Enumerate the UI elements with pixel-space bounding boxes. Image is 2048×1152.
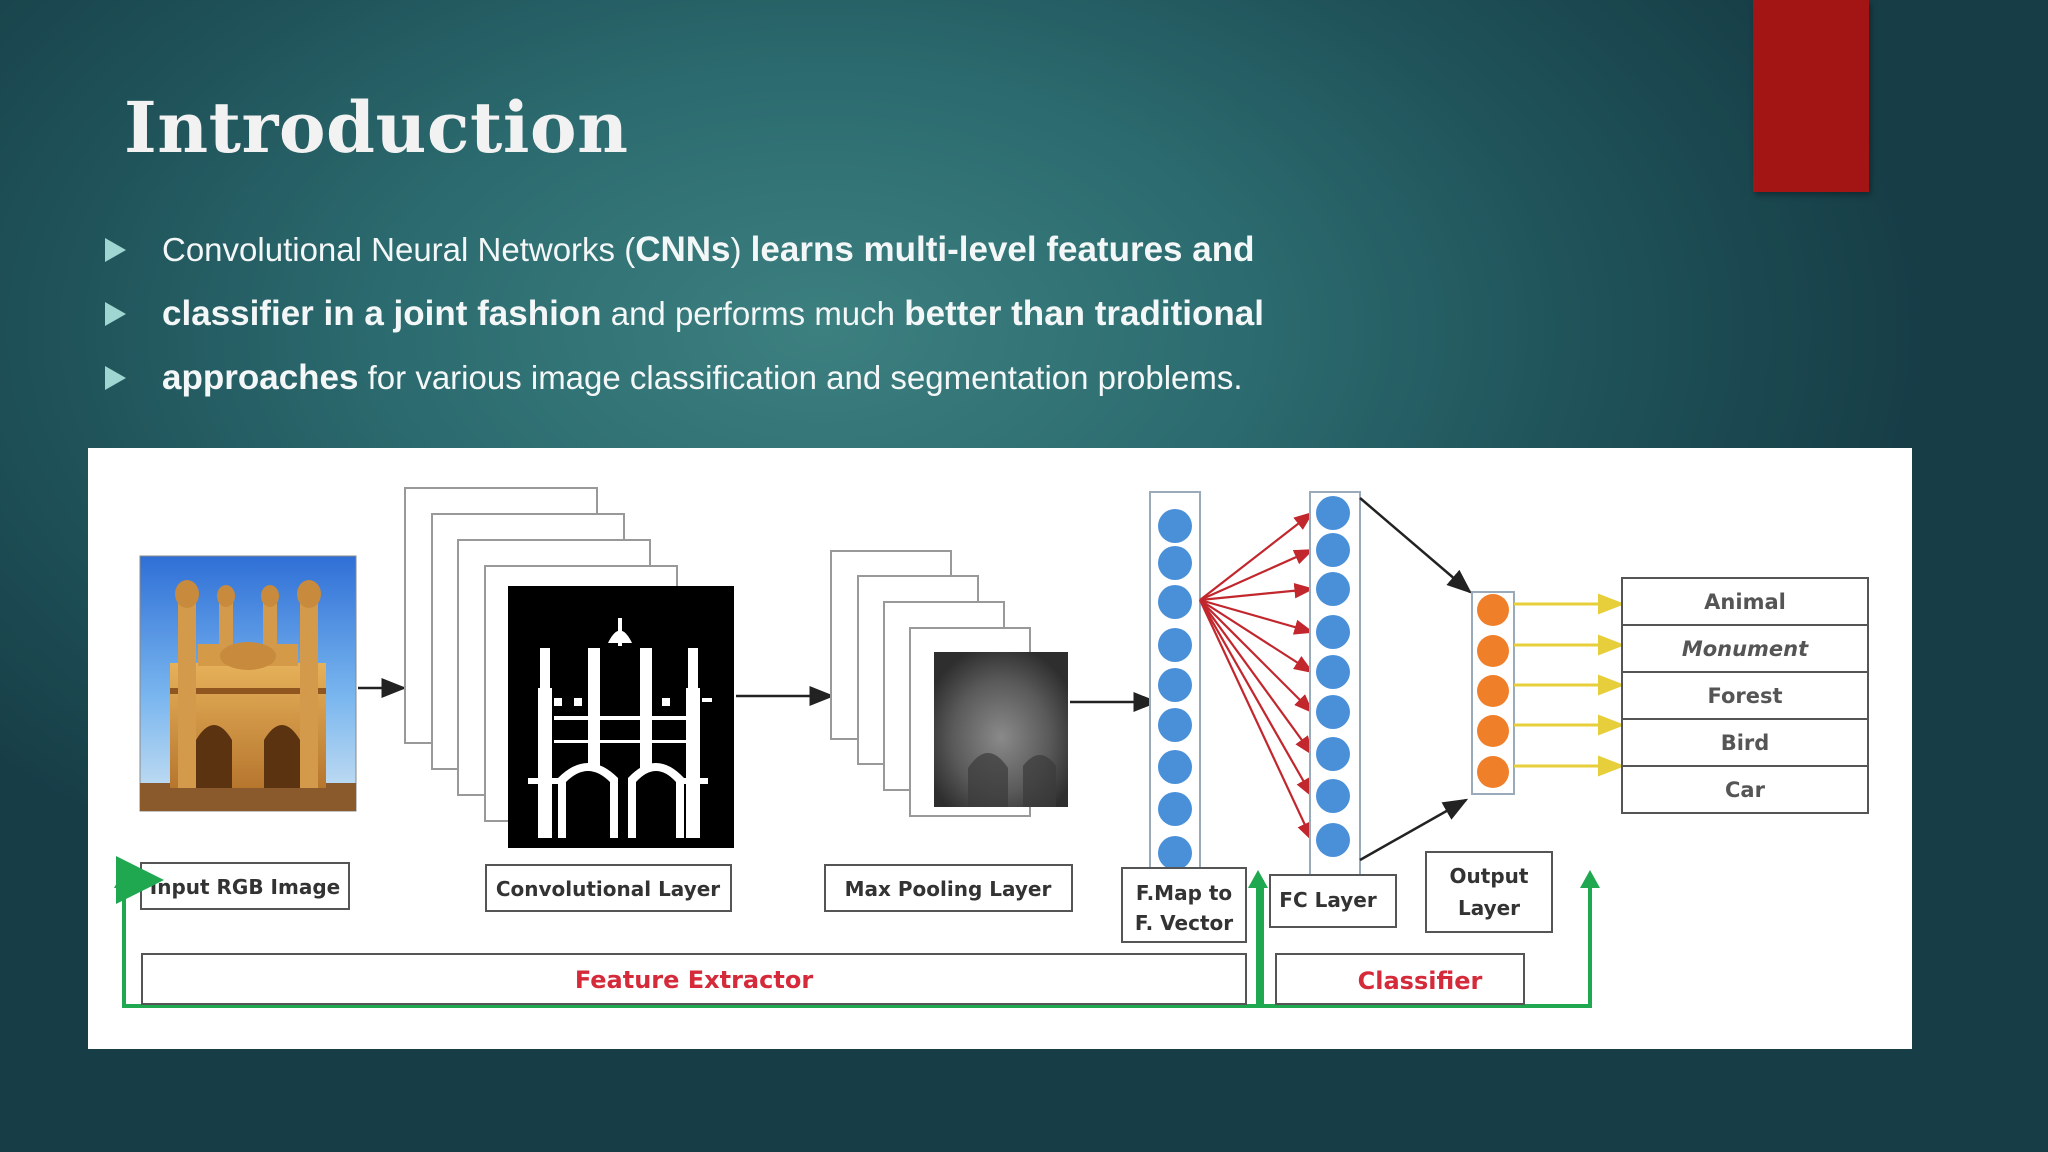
input-label: Input RGB Image — [150, 875, 340, 899]
output-label-box — [1425, 851, 1553, 933]
vector-node — [1158, 836, 1192, 870]
fc-node — [1316, 615, 1350, 649]
bullet-triangle-icon — [105, 238, 126, 262]
arrow — [1359, 497, 1472, 594]
output-node — [1477, 594, 1509, 626]
class-label: Monument — [1682, 637, 1809, 661]
arrow — [1359, 798, 1469, 862]
fmap-label-box — [1121, 867, 1247, 943]
output-node — [1477, 675, 1509, 707]
feature-extractor-bracket — [116, 856, 1260, 1008]
vector-node — [1158, 668, 1192, 702]
output-node — [1477, 635, 1509, 667]
class-box — [1621, 765, 1869, 814]
classifier-label: Classifier — [1358, 967, 1483, 995]
fan-arrow — [1199, 599, 1314, 798]
class-label: Car — [1725, 778, 1766, 802]
bullet-item: Convolutional Neural Networks (CNNs) lea… — [105, 218, 1264, 282]
fan-arrow — [1199, 511, 1314, 601]
fc-node — [1316, 572, 1350, 606]
bullet-text: Convolutional Neural Networks (CNNs) lea… — [162, 230, 1255, 269]
bullet-triangle-icon — [105, 302, 126, 326]
fan-arrow — [1199, 598, 1315, 635]
pool-label-box — [824, 864, 1073, 912]
fc-node — [1316, 695, 1350, 729]
class-box — [1621, 624, 1869, 673]
vector-node — [1158, 628, 1192, 662]
conv-output-image — [508, 586, 734, 848]
classifier-bracket — [1260, 880, 1592, 1008]
classifier-box — [1275, 953, 1525, 1005]
class-label: Animal — [1704, 590, 1786, 614]
pool-label: Max Pooling Layer — [845, 877, 1052, 901]
slide-title: Introduction — [124, 86, 629, 169]
class-box — [1621, 577, 1869, 626]
vector-node — [1158, 708, 1192, 742]
fc-node — [1316, 496, 1350, 530]
bullet-item: approaches for various image classificat… — [105, 346, 1264, 410]
fc-label: FC Layer — [1279, 888, 1377, 912]
fc-node — [1316, 779, 1350, 813]
fc-label-box — [1269, 874, 1397, 928]
class-label: Forest — [1707, 684, 1782, 708]
vector-node — [1158, 546, 1192, 580]
bullet-item: classifier in a joint fashion and perfor… — [105, 282, 1264, 346]
fc-node — [1316, 737, 1350, 771]
fc-node — [1316, 655, 1350, 689]
feature-vector-nodes — [1158, 509, 1192, 870]
fmap-label-line1: F.Map to — [1136, 881, 1232, 905]
fan-arrow — [1199, 548, 1315, 602]
output-label-line1: Output — [1450, 864, 1529, 888]
fc-node — [1316, 823, 1350, 857]
bullet-text: classifier in a joint fashion and perfor… — [162, 294, 1264, 333]
class-label: Bird — [1721, 731, 1770, 755]
class-box — [1621, 671, 1869, 720]
output-node — [1477, 715, 1509, 747]
bullet-text: approaches for various image classificat… — [162, 358, 1243, 397]
output-connectors — [1514, 593, 1625, 777]
fan-arrow — [1199, 599, 1314, 674]
bullet-list: Convolutional Neural Networks (CNNs) lea… — [105, 218, 1264, 410]
output-node — [1477, 756, 1509, 788]
fan-arrow — [1199, 599, 1314, 714]
class-box — [1621, 718, 1869, 767]
conv-label-box — [485, 864, 732, 912]
fan-arrow — [1199, 599, 1313, 842]
fan-arrows — [1199, 511, 1315, 842]
red-accent-block — [1753, 0, 1869, 192]
output-label-line2: Layer — [1458, 896, 1520, 920]
vector-node — [1158, 750, 1192, 784]
vector-node — [1158, 585, 1192, 619]
input-label-box — [140, 862, 350, 910]
feature-extractor-box — [141, 953, 1247, 1005]
fan-arrow — [1199, 583, 1315, 602]
vector-node — [1158, 792, 1192, 826]
output-nodes — [1477, 594, 1509, 788]
fan-arrow — [1199, 599, 1314, 756]
bullet-triangle-icon — [105, 366, 126, 390]
feature-extractor-label: Feature Extractor — [575, 966, 813, 994]
vector-node — [1158, 509, 1192, 543]
fmap-label-line2: F. Vector — [1135, 911, 1233, 935]
input-image — [139, 555, 357, 812]
fc-node — [1316, 533, 1350, 567]
conv-label: Convolutional Layer — [496, 877, 720, 901]
fc-layer-nodes — [1316, 496, 1350, 857]
